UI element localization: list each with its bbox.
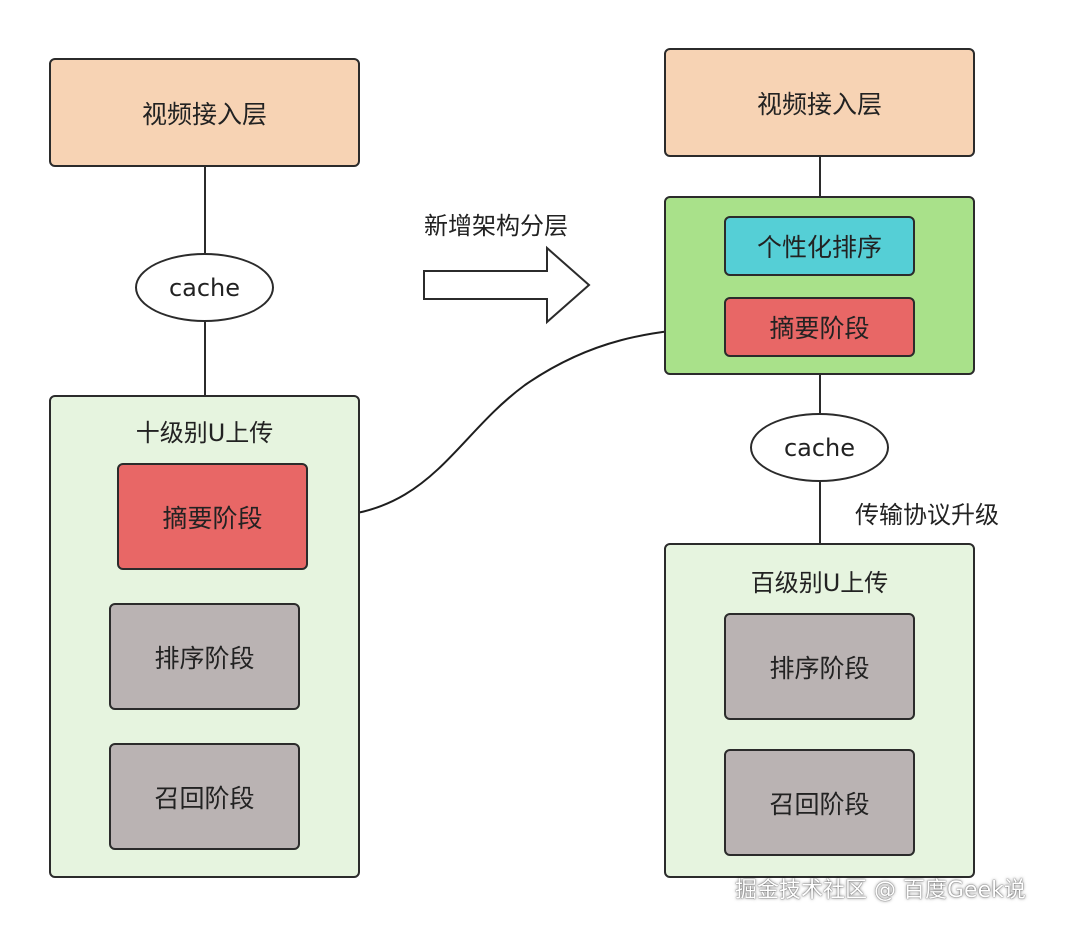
right-video-access-layer: 视频接入层 <box>664 48 975 157</box>
left-ranking-stage-label: 排序阶段 <box>154 643 255 673</box>
left-summary-stage-label: 摘要阶段 <box>162 503 263 533</box>
right-summary-stage: 摘要阶段 <box>724 297 915 357</box>
personalized-ranking-label: 个性化排序 <box>756 233 882 262</box>
right-ranking-stage: 排序阶段 <box>724 613 915 720</box>
left-video-access-layer-label: 视频接入层 <box>141 99 267 129</box>
left-recall-stage: 召回阶段 <box>109 743 300 850</box>
left-summary-stage: 摘要阶段 <box>117 463 308 570</box>
right-recall-stage: 召回阶段 <box>724 749 915 856</box>
left-container-title: 十级别U上传 <box>135 419 274 447</box>
personalized-ranking: 个性化排序 <box>724 216 915 276</box>
right-cache-label: cache <box>783 433 856 462</box>
block-arrow <box>423 245 591 325</box>
new-architecture-label: 新增架构分层 <box>424 212 568 240</box>
migration-curve-arrow <box>307 321 724 519</box>
left-recall-stage-label: 召回阶段 <box>154 783 255 813</box>
right-video-access-layer-label: 视频接入层 <box>756 89 882 119</box>
right-cache-node: cache <box>750 413 889 482</box>
watermark-text: 掘金技术社区 @ 百度Geek说 <box>735 878 1026 903</box>
left-ranking-stage: 排序阶段 <box>109 603 300 710</box>
protocol-upgrade-label: 传输协议升级 <box>855 501 999 529</box>
right-ranking-stage-label: 排序阶段 <box>769 653 870 683</box>
left-cache-label: cache <box>168 273 241 302</box>
left-cache-node: cache <box>135 253 274 322</box>
right-recall-stage-label: 召回阶段 <box>769 789 870 819</box>
right-container-title: 百级别U上传 <box>750 569 889 597</box>
left-video-access-layer: 视频接入层 <box>49 58 360 167</box>
right-summary-stage-label: 摘要阶段 <box>769 314 870 343</box>
